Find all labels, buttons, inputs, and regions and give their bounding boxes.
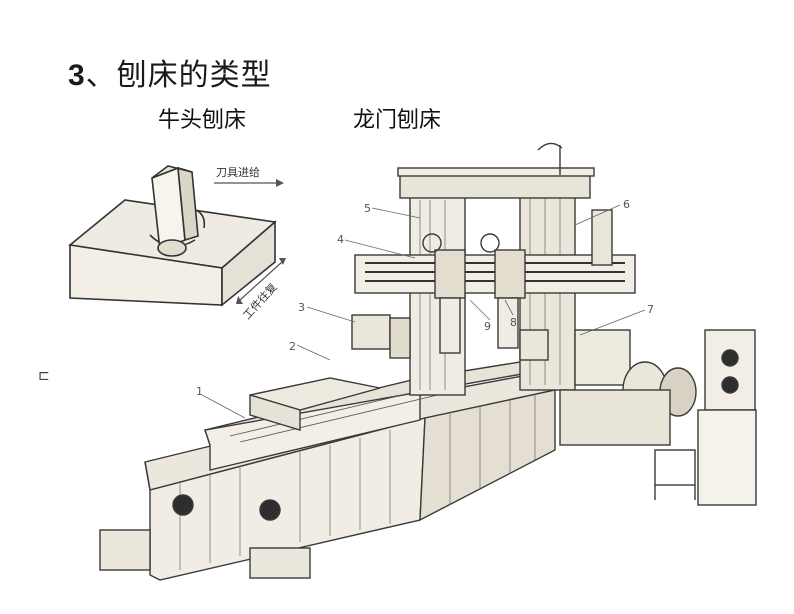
callouts	[201, 204, 646, 419]
top-beam-cap	[397, 167, 595, 177]
cabinet-gauge-1	[721, 349, 739, 367]
control-cabinet	[704, 329, 756, 411]
side-head-left-box	[389, 317, 411, 359]
callout-7: 7	[647, 303, 654, 316]
callout-2: 2	[289, 340, 296, 353]
callout-8: 8	[510, 316, 517, 329]
reciprocate-arrow-head-down	[236, 296, 243, 304]
title-number: 3	[68, 59, 86, 92]
motor-housing	[574, 329, 631, 386]
title-text: 、刨床的类型	[85, 58, 272, 93]
planer-table-front	[204, 391, 421, 471]
callout-5: 5	[364, 202, 371, 215]
tool-head-left	[434, 249, 466, 299]
tool-feed-caption: 刀具进给	[216, 166, 260, 179]
feed-arrow-head	[276, 179, 284, 187]
workpiece-side	[221, 220, 276, 307]
callout-1: 1	[196, 385, 203, 398]
reciprocate-arrow-head-up	[279, 258, 286, 265]
planer-label: 龙门刨床	[353, 108, 442, 133]
planer-bed-side	[419, 389, 556, 522]
reciprocate-arrow-line	[239, 261, 283, 301]
shaper-label: 牛头刨床	[158, 108, 247, 133]
bed-foot-left	[99, 529, 151, 571]
handwheel-left	[422, 233, 442, 253]
bed-hole-2	[259, 499, 281, 521]
lamp-hood	[537, 142, 563, 151]
callout-3: 3	[298, 301, 305, 314]
handwheel-right	[480, 233, 500, 253]
ram-left	[439, 297, 461, 354]
edge-mark: ⊏	[38, 368, 50, 384]
side-head-right	[519, 329, 549, 361]
callout-9: 9	[484, 320, 491, 333]
tool-top	[151, 165, 193, 179]
bed-foot-mid	[249, 547, 311, 579]
slide-title: 3、刨床的类型	[68, 50, 272, 94]
ram-right	[497, 297, 519, 349]
shaper-figure	[68, 165, 286, 307]
tool-tip	[157, 239, 187, 257]
callout-6: 6	[623, 198, 630, 211]
side-head-left	[351, 314, 391, 350]
bed-hole-1	[172, 494, 194, 516]
side-stand	[654, 449, 696, 486]
cabinet-gauge-2	[721, 376, 739, 394]
cabinet-lower	[697, 409, 757, 506]
tool-chip	[195, 209, 206, 229]
planer-workpiece-front	[249, 394, 301, 431]
motor-base	[559, 389, 671, 446]
right-hanger	[591, 209, 613, 266]
tool-head-right	[494, 249, 526, 299]
callout-4: 4	[337, 233, 344, 246]
planer-figure	[99, 142, 757, 581]
